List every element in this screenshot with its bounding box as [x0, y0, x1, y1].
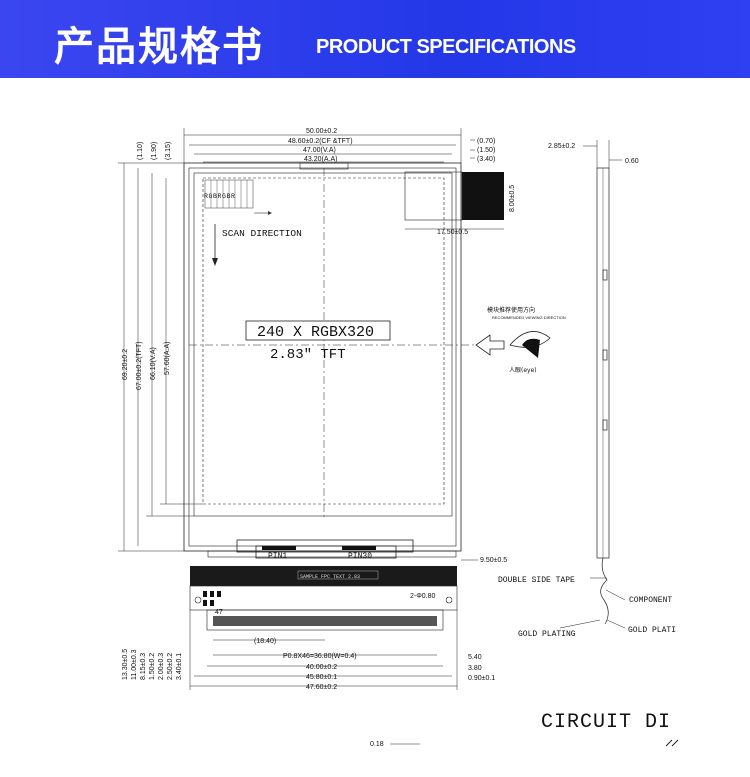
- dim-left-57: 57.60(A.A): [164, 342, 171, 375]
- dim-left-top-c: (3.15): [165, 142, 172, 160]
- dim-left-top-a: (1.10): [137, 142, 144, 160]
- bottom-cut-label: 0.18: [370, 741, 384, 748]
- dim-bottom-45: 45.80±0.1: [306, 674, 337, 681]
- arrow-left-icon: [475, 334, 505, 356]
- dim-bottom-18: (18.40): [254, 638, 276, 645]
- side-dim-2-85: 2.85±0.2: [548, 143, 575, 150]
- banner-title-cn: 产品规格书: [54, 24, 264, 70]
- dim-left-67: 67.00±0.2(TFT): [136, 341, 143, 390]
- side-dim-0-6: 0.60: [625, 158, 639, 165]
- size-label: 2.83" TFT: [270, 347, 346, 363]
- gold-plating-2: GOLD PLATI: [628, 626, 676, 635]
- viewing-direction: 模块推荐使用方向 RECOMMENDED VIEWING DIRECTION 人…: [475, 306, 566, 374]
- resolution-box: [245, 320, 391, 341]
- scan-direction: SCAN DIRECTION: [212, 224, 302, 266]
- gold-plating-1: GOLD PLATING: [518, 630, 576, 639]
- dim-top-r2: (1.50): [477, 147, 495, 154]
- pin1-label: PIN1: [268, 552, 287, 561]
- viewing-en: RECOMMENDED VIEWING DIRECTION: [492, 315, 566, 320]
- fpc-tab-black: [462, 172, 504, 220]
- fpc-body: [189, 585, 458, 631]
- svg-text:3.40±0.1: 3.40±0.1: [176, 653, 183, 680]
- component-label: COMPONENT: [629, 596, 672, 605]
- dim-bottom-40: 40.00±0.2: [306, 664, 337, 671]
- left-dimensions: [118, 162, 203, 552]
- top-dimensions: [183, 128, 475, 163]
- scan-direction-label: SCAN DIRECTION: [222, 228, 302, 239]
- svg-text:11.00±0.3: 11.00±0.3: [131, 649, 138, 680]
- dim-right-0-9: 0.90±0.1: [468, 675, 495, 682]
- dim-left-top-b: (1.90): [151, 142, 158, 160]
- dim-right-3-8: 3.80: [468, 665, 482, 672]
- dim-top-48: 48.60±0.2(CF &TFT): [288, 138, 353, 145]
- circuit-label: CIRCUIT DI: [541, 711, 671, 734]
- rgb-marks: RGBRGBR: [204, 179, 272, 215]
- holes-label: 2-Φ0.80: [410, 593, 436, 600]
- svg-text:8.15±0.3: 8.15±0.3: [140, 653, 147, 680]
- small-components: [203, 591, 221, 606]
- svg-text:1.50±0.2: 1.50±0.2: [149, 653, 156, 680]
- dim-tab-h: 8.00±0.5: [509, 185, 516, 212]
- fpc-text: SAMPLE FPC TEXT 2.83: [300, 574, 360, 580]
- dim-tab-w: 17.50±0.5: [437, 229, 468, 236]
- svg-text:13.30±0.5: 13.30±0.5: [122, 649, 129, 680]
- active-area: [202, 177, 445, 505]
- dim-top-47: 47.00(V.A): [303, 147, 336, 154]
- dim-top-r1: (0.70): [477, 138, 495, 145]
- resolution-label: 240 X RGBX320: [257, 324, 374, 341]
- dim-9-5: 9.50±0.5: [480, 557, 507, 564]
- dim-top-43: 43.20(A.A): [304, 156, 337, 163]
- eye-label: 人眼(eye): [509, 367, 537, 374]
- header-banner: 产品规格书 PRODUCT SPECIFICATIONS: [0, 0, 750, 78]
- banner-title-en: PRODUCT SPECIFICATIONS: [316, 36, 576, 58]
- viewing-cn: 模块推荐使用方向: [487, 306, 535, 314]
- dim-right-5-4: 5.40: [468, 654, 482, 661]
- svg-text:2.00±0.3: 2.00±0.3: [158, 653, 165, 680]
- dim-left-66: 66.10(V.A): [150, 347, 157, 380]
- dim-top-50: 50.00±0.2: [306, 128, 337, 135]
- svg-text:2.50±0.2: 2.50±0.2: [167, 653, 174, 680]
- side-view: [559, 140, 626, 629]
- fpc-strip: [190, 566, 457, 586]
- bottom-left-dimensions: 13.30±0.5 11.00±0.3 8.15±0.3 1.50±0.2 2.…: [122, 649, 183, 680]
- dim-left-69: 69.20±0.2: [122, 349, 129, 380]
- dim-bottom-47: 47.60±0.2: [306, 684, 337, 691]
- tape-label: DOUBLE SIDE TAPE: [498, 576, 575, 585]
- pin30-label: PIN30: [348, 552, 372, 561]
- dim-bottom-pitch: P0.8X46=36.80(W=0.4): [283, 653, 357, 660]
- dim-top-r3: (3.40): [477, 156, 495, 163]
- bottom-dimensions: [189, 610, 458, 690]
- rgb-label: RGBRGBR: [204, 193, 236, 200]
- pin47-label: 47: [215, 609, 223, 616]
